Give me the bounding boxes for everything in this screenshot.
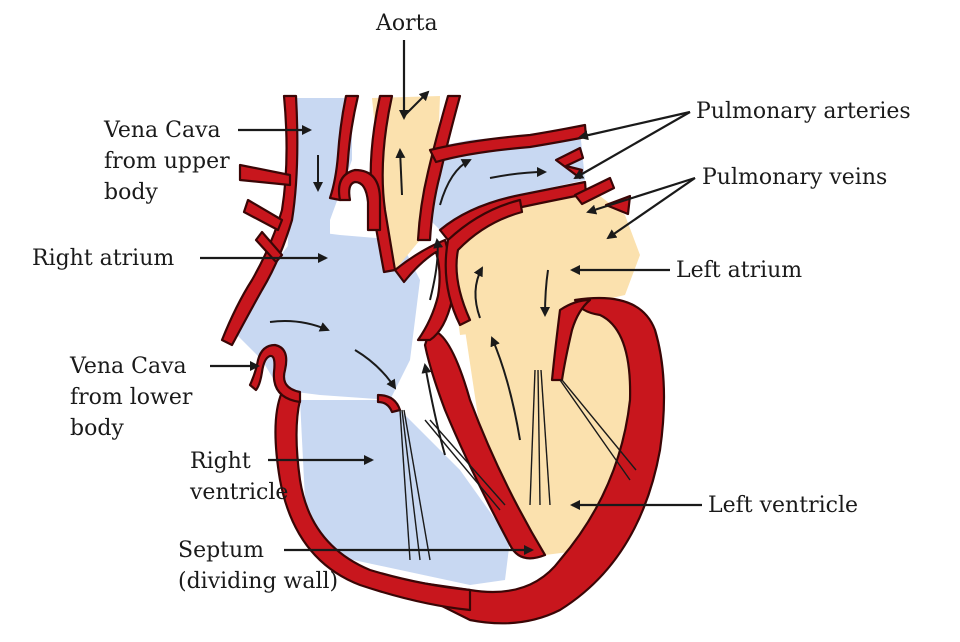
flow-arrow-pulm-right	[489, 167, 547, 179]
ivc-wall	[248, 343, 302, 404]
chordae-right	[399, 409, 506, 561]
svc-branch-upper	[238, 163, 292, 187]
leader-pulmonary-veins-1	[586, 176, 696, 215]
label-vena-cava-lower-line2: from lower	[70, 385, 193, 410]
label-septum-line2: (dividing wall)	[178, 569, 338, 594]
labels: Aorta Pulmonary arteries Pulmonary veins…	[32, 11, 911, 594]
septum-wall	[423, 328, 547, 560]
label-aorta: Aorta	[375, 11, 438, 36]
flow-arrow-ra-to-rv	[354, 349, 397, 390]
label-pulmonary-veins: Pulmonary veins	[702, 165, 887, 190]
label-vena-cava-upper-line3: body	[104, 180, 158, 205]
tricuspid-valve-flap	[376, 393, 402, 414]
flow-arrow-lv-up	[490, 336, 521, 441]
label-right-ventricle-line2: ventricle	[189, 480, 288, 505]
leader-pulmonary-arteries-2	[573, 111, 691, 179]
label-vena-cava-upper-line2: from upper	[104, 149, 230, 174]
left-ventricle-chamber	[465, 305, 632, 555]
flow-arrow-rv-up	[421, 363, 446, 456]
pulmonary-vein-upper	[573, 176, 616, 206]
label-vena-cava-lower-line1: Vena Cava	[69, 354, 187, 379]
leader-lines	[200, 40, 702, 555]
label-left-ventricle: Left ventricle	[708, 493, 858, 518]
flow-arrow-lv-to-aorta	[473, 266, 483, 319]
aorta-arch-loop	[337, 168, 382, 232]
flow-arrow-trunk-up	[429, 238, 444, 301]
flow-arrow-trunk-curve	[439, 159, 472, 206]
svc-branch-mid	[254, 230, 284, 264]
label-pulmonary-arteries: Pulmonary arteries	[696, 99, 911, 124]
leader-pulmonary-veins-2	[606, 177, 696, 240]
leader-pulmonary-arteries-1	[578, 110, 691, 141]
flow-arrow-left-atrium	[540, 269, 551, 317]
label-right-ventricle-line1: Right	[190, 449, 251, 474]
svc-branch-lower	[242, 198, 284, 232]
left-atrium-wall	[444, 198, 524, 327]
aorta-lumen	[372, 96, 440, 270]
mitral-valve-flap	[550, 298, 592, 382]
interatrial-wall	[393, 238, 454, 342]
chordae-left	[529, 369, 637, 506]
label-vena-cava-lower-line3: body	[70, 416, 124, 441]
label-left-atrium: Left atrium	[676, 258, 802, 283]
flow-arrow-aorta-up	[395, 148, 406, 196]
label-septum-line1: Septum	[178, 538, 264, 563]
label-vena-cava-upper-line1: Vena Cava	[103, 118, 221, 143]
label-right-atrium: Right atrium	[32, 246, 174, 271]
flow-arrow-right-atrium	[269, 320, 330, 332]
right-ventricle-wall	[274, 390, 472, 612]
